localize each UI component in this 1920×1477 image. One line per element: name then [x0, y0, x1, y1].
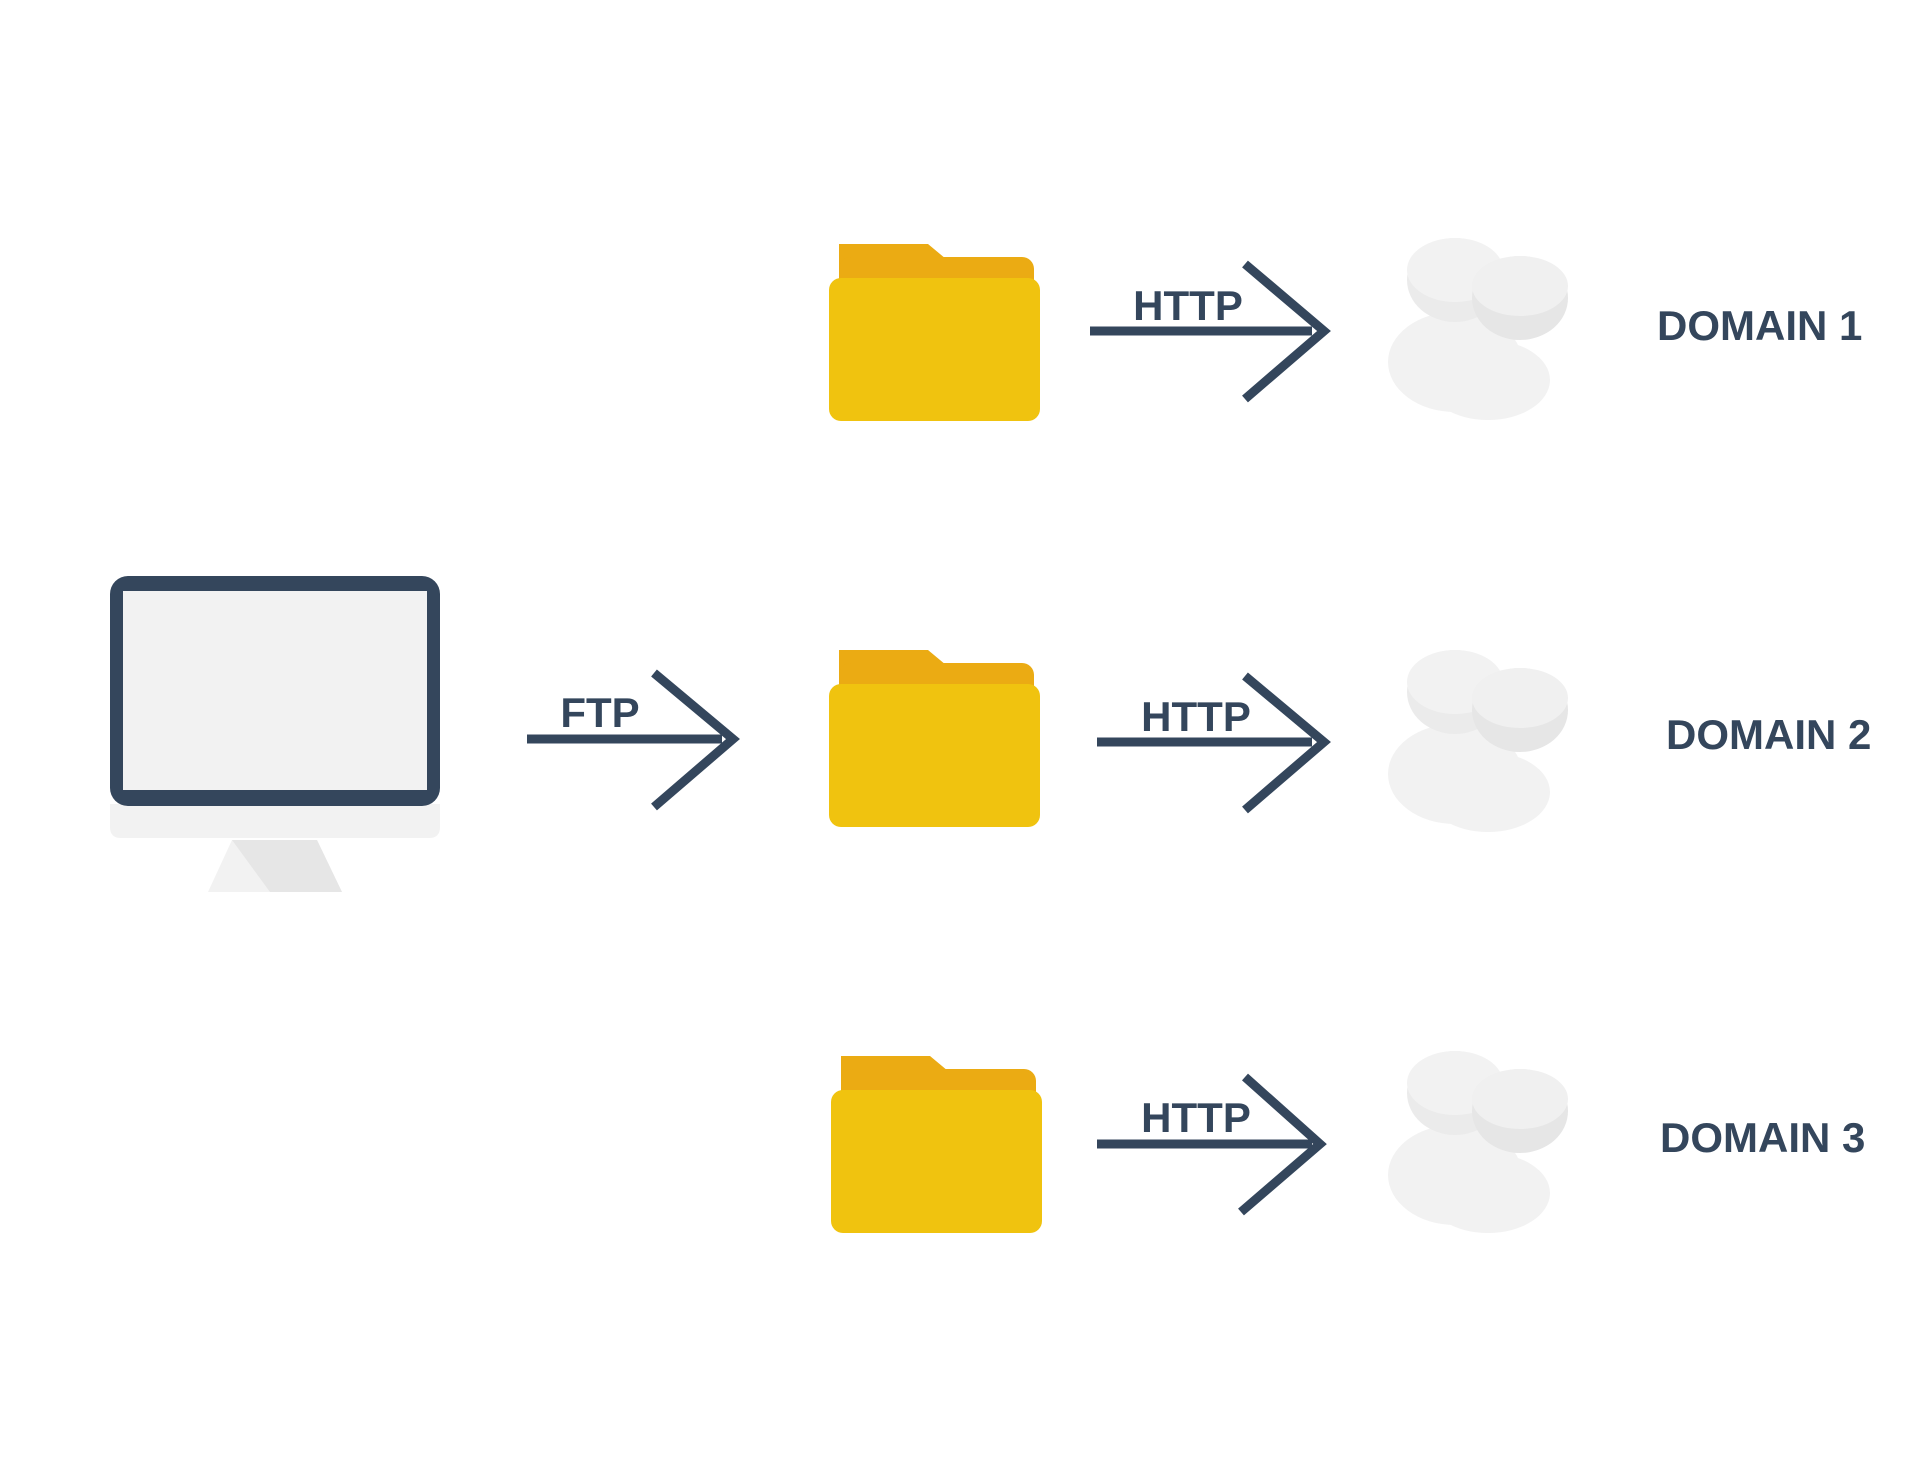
http-label-1: HTTP	[1133, 282, 1243, 329]
users-icon	[1388, 238, 1568, 420]
http-arrow-1	[1090, 260, 1331, 403]
desktop-computer-icon	[110, 576, 440, 892]
folder-icon	[831, 1056, 1042, 1233]
http-arrow-2	[1097, 672, 1331, 814]
http-arrow-3	[1097, 1073, 1327, 1216]
ftp-label: FTP	[560, 689, 639, 736]
domain-label-2: DOMAIN 2	[1666, 711, 1871, 758]
users-icon	[1388, 1051, 1568, 1233]
domain-label-1: DOMAIN 1	[1657, 302, 1862, 349]
domain-label-3: DOMAIN 3	[1660, 1114, 1865, 1161]
http-label-3: HTTP	[1141, 1094, 1251, 1141]
folder-icon	[829, 244, 1040, 421]
folder-icon	[829, 650, 1040, 827]
ftp-arrow	[527, 669, 740, 811]
http-label-2: HTTP	[1141, 693, 1251, 740]
users-icon	[1388, 650, 1568, 832]
